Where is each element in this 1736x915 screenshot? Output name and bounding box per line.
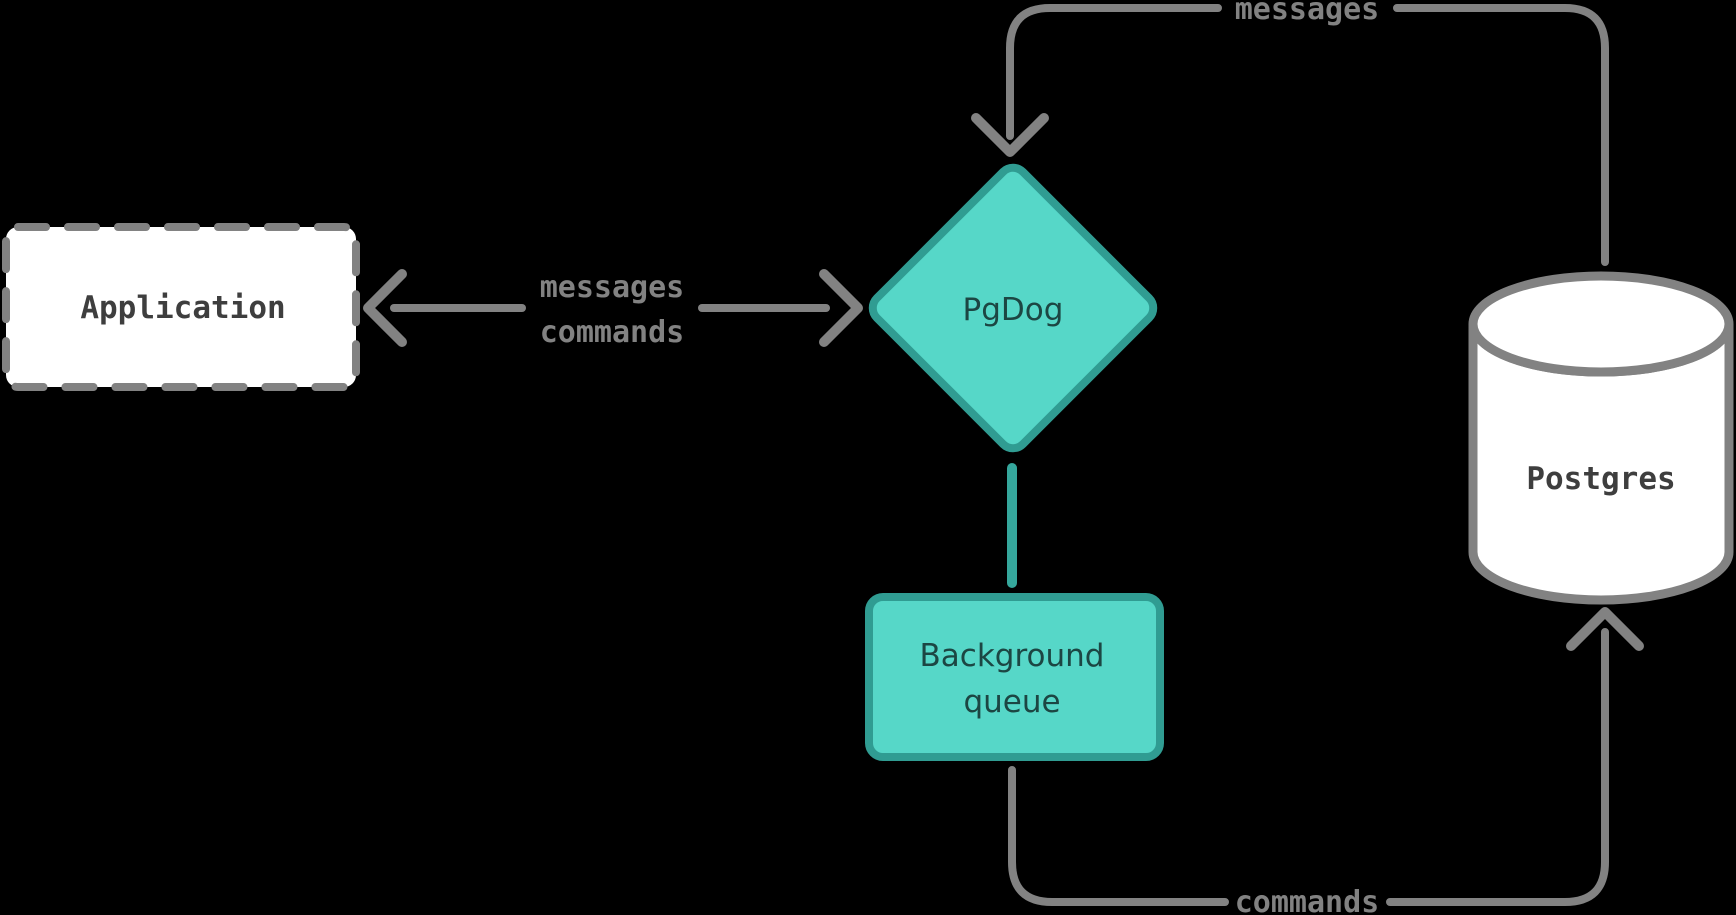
- background-queue-label-line2: queue: [963, 684, 1060, 720]
- background-queue-label-line1: Background: [920, 638, 1105, 674]
- arrow-up-icon: [1566, 607, 1644, 651]
- edge-label-commands-bottom: commands: [1235, 885, 1380, 915]
- node-application: Application: [2, 223, 360, 391]
- edge-line-top: [1006, 4, 1609, 266]
- edge-label-messages-top: messages: [1235, 0, 1380, 27]
- node-pgdog: PgDog: [868, 163, 1158, 453]
- node-postgres: Postgres: [1468, 271, 1734, 605]
- arrow-down-icon: [971, 113, 1049, 157]
- application-label: Application: [80, 290, 285, 326]
- pgdog-diamond: [868, 163, 1158, 453]
- edge-label-messages-left: messages: [540, 270, 685, 305]
- postgres-label: Postgres: [1526, 461, 1675, 497]
- node-background-queue: Background queue: [865, 593, 1164, 761]
- postgres-cylinder-top: [1468, 271, 1734, 377]
- background-queue-box: [865, 593, 1164, 761]
- arrow-left-icon: [363, 269, 407, 347]
- edge-application-pgdog: messages commands: [363, 269, 863, 350]
- edge-line-bottom: [1008, 628, 1609, 906]
- arrow-right-icon: [819, 269, 863, 347]
- edge-queue-to-postgres: commands: [1008, 607, 1644, 915]
- edge-postgres-to-pgdog: messages: [971, 0, 1609, 266]
- edge-label-commands-left: commands: [540, 315, 685, 350]
- application-box: [2, 223, 360, 391]
- pgdog-label: PgDog: [963, 292, 1064, 328]
